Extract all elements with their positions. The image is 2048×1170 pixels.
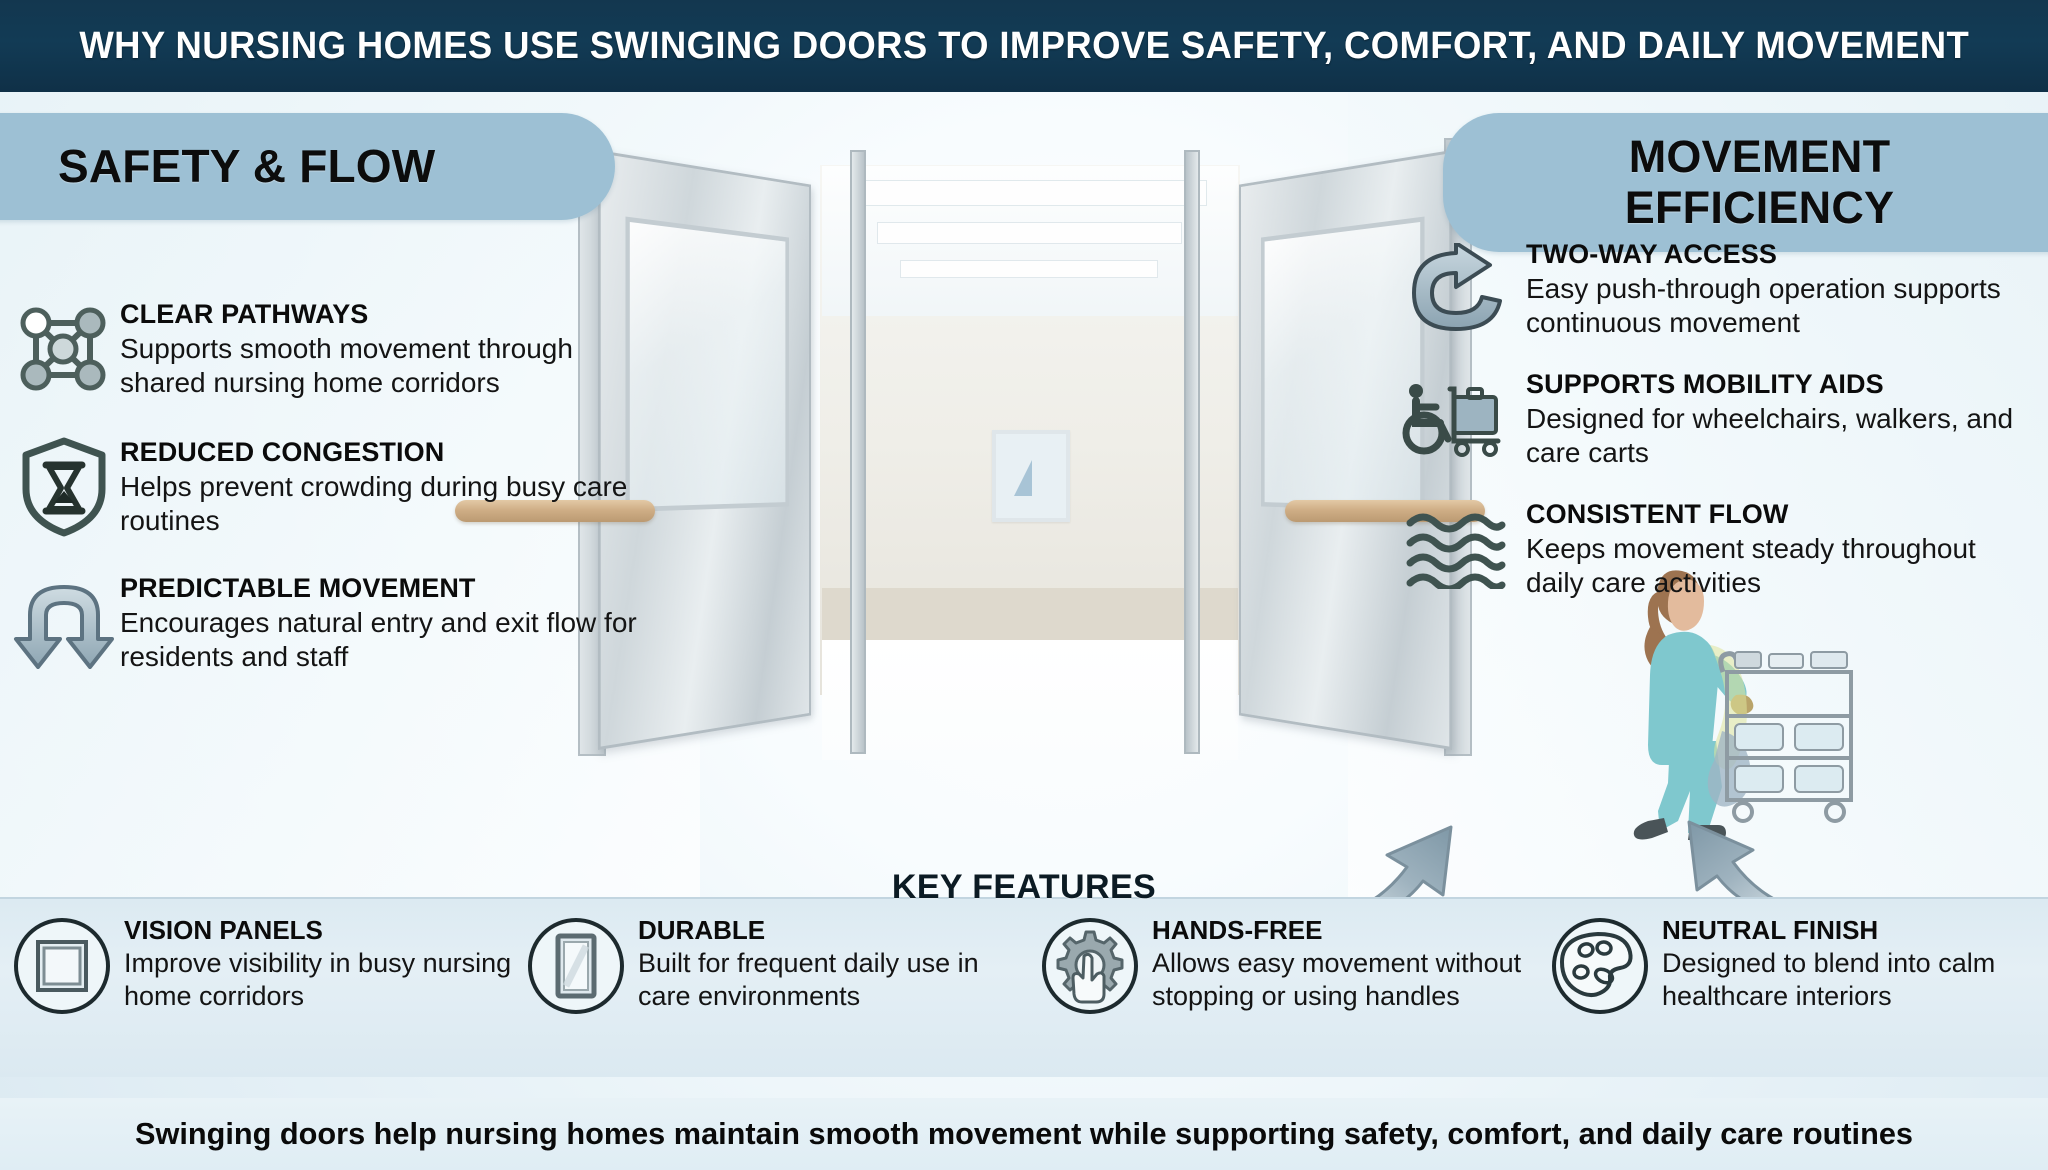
pill-label-movement-efficiency: MOVEMENT EFFICIENCY: [1624, 131, 1895, 233]
u-turn-arrows-icon: [8, 569, 120, 677]
handrail-left: [455, 500, 655, 522]
door-panel-icon: [524, 914, 628, 1018]
feature-title: CLEAR PATHWAYS: [120, 299, 369, 329]
feature-title: REDUCED CONGESTION: [120, 437, 445, 467]
page-title: WHY NURSING HOMES USE SWINGING DOORS TO …: [79, 24, 1969, 67]
paint-palette-icon: [1548, 914, 1652, 1018]
section-pill-safety-flow: SAFETY & FLOW: [0, 113, 615, 220]
feature-text: PREDICTABLE MOVEMENT Encourages natural …: [120, 569, 648, 675]
ceiling-light: [877, 222, 1182, 244]
feature-reduced-congestion: REDUCED CONGESTION Helps prevent crowdin…: [8, 433, 648, 541]
key-feature-neutral-finish: NEUTRAL FINISH Designed to blend into ca…: [1536, 908, 2048, 1078]
linen-cart: [1718, 651, 1853, 823]
pill-label-safety-flow: SAFETY & FLOW: [58, 139, 436, 192]
feature-text: CONSISTENT FLOW Keeps movement steady th…: [1512, 495, 2040, 601]
door-edge-right: [1184, 150, 1200, 754]
feature-supports-mobility-aids: SUPPORTS MOBILITY AIDS Designed for whee…: [1400, 365, 2040, 473]
corridor-floor: [822, 640, 1238, 760]
circular-refresh-arrow-icon: [1400, 235, 1512, 343]
feature-text: REDUCED CONGESTION Helps prevent crowdin…: [120, 433, 648, 539]
key-feature-title: NEUTRAL FINISH: [1662, 915, 1879, 945]
key-feature-text: VISION PANELS Improve visibility in busy…: [114, 914, 512, 1012]
corridor-wainscot: [822, 588, 1238, 644]
left-feature-column: CLEAR PATHWAYS Supports smooth movement …: [8, 299, 648, 699]
feature-clear-pathways: CLEAR PATHWAYS Supports smooth movement …: [8, 295, 648, 403]
vision-panel-square-icon: [10, 914, 114, 1018]
key-features-row: VISION PANELS Improve visibility in busy…: [0, 908, 2048, 1078]
feature-text: TWO-WAY ACCESS Easy push-through operati…: [1512, 235, 2040, 341]
header-bar: WHY NURSING HOMES USE SWINGING DOORS TO …: [0, 0, 2048, 92]
shield-hourglass-icon: [8, 433, 120, 541]
wheelchair-cart-icon: [1400, 365, 1512, 473]
right-feature-column: TWO-WAY ACCESS Easy push-through operati…: [1400, 239, 2040, 625]
wall-picture: [992, 430, 1070, 522]
key-feature-text: NEUTRAL FINISH Designed to blend into ca…: [1652, 914, 2048, 1012]
key-features-title: KEY FEATURES: [891, 868, 1157, 906]
key-feature-vision-panels: VISION PANELS Improve visibility in busy…: [0, 908, 512, 1078]
key-feature-title: DURABLE: [638, 915, 766, 945]
feature-title: TWO-WAY ACCESS: [1526, 239, 1777, 269]
section-pill-movement-efficiency: MOVEMENT EFFICIENCY: [1443, 113, 2048, 252]
key-feature-title: HANDS-FREE: [1152, 915, 1323, 945]
feature-description: Designed for wheelchairs, walkers, and c…: [1526, 403, 2014, 469]
feature-description: Keeps movement steady throughout daily c…: [1526, 533, 1976, 599]
key-feature-description: Allows easy movement without stopping or…: [1152, 947, 1522, 1011]
ceiling-light: [852, 180, 1207, 206]
key-feature-hands-free: HANDS-FREE Allows easy movement without …: [1024, 908, 1536, 1078]
feature-title: SUPPORTS MOBILITY AIDS: [1526, 369, 1884, 399]
ceiling-light: [900, 260, 1158, 278]
network-nodes-icon: [8, 295, 120, 403]
feature-consistent-flow: CONSISTENT FLOW Keeps movement steady th…: [1400, 495, 2040, 603]
feature-title: CONSISTENT FLOW: [1526, 499, 1789, 529]
feature-description: Helps prevent crowding during busy care …: [120, 471, 628, 537]
feature-description: Easy push-through operation supports con…: [1526, 273, 2001, 339]
feature-description: Encourages natural entry and exit flow f…: [120, 607, 637, 673]
footer-caption: Swinging doors help nursing homes mainta…: [134, 1116, 1913, 1151]
feature-two-way-access: TWO-WAY ACCESS Easy push-through operati…: [1400, 235, 2040, 343]
feature-predictable-movement: PREDICTABLE MOVEMENT Encourages natural …: [8, 569, 648, 677]
key-feature-description: Built for frequent daily use in care env…: [638, 947, 979, 1011]
key-feature-title: VISION PANELS: [124, 915, 323, 945]
door-illustration: [560, 110, 1853, 925]
feature-title: PREDICTABLE MOVEMENT: [120, 573, 476, 603]
key-feature-description: Designed to blend into calm healthcare i…: [1662, 947, 1996, 1011]
feature-description: Supports smooth movement through shared …: [120, 333, 573, 399]
pill-label-line2: EFFICIENCY: [1624, 181, 1895, 233]
door-edge-left: [850, 150, 866, 754]
key-feature-description: Improve visibility in busy nursing home …: [124, 947, 512, 1011]
gear-hand-tap-icon: [1038, 914, 1142, 1018]
feature-text: CLEAR PATHWAYS Supports smooth movement …: [120, 295, 648, 401]
feature-text: SUPPORTS MOBILITY AIDS Designed for whee…: [1512, 365, 2040, 471]
key-feature-durable: DURABLE Built for frequent daily use in …: [512, 908, 1024, 1078]
key-features-band: [0, 897, 2048, 1077]
vision-panel-glass: [625, 216, 789, 513]
key-feature-text: DURABLE Built for frequent daily use in …: [628, 914, 1024, 1012]
handrail-right: [1285, 500, 1485, 522]
key-feature-text: HANDS-FREE Allows easy movement without …: [1142, 914, 1536, 1012]
wavy-lines-icon: [1400, 495, 1512, 603]
pill-label-line1: MOVEMENT: [1628, 131, 1891, 183]
footer-bar: Swinging doors help nursing homes mainta…: [0, 1098, 2048, 1170]
nurse-figure: [1633, 570, 1754, 840]
corridor-ceiling: [822, 166, 1238, 316]
